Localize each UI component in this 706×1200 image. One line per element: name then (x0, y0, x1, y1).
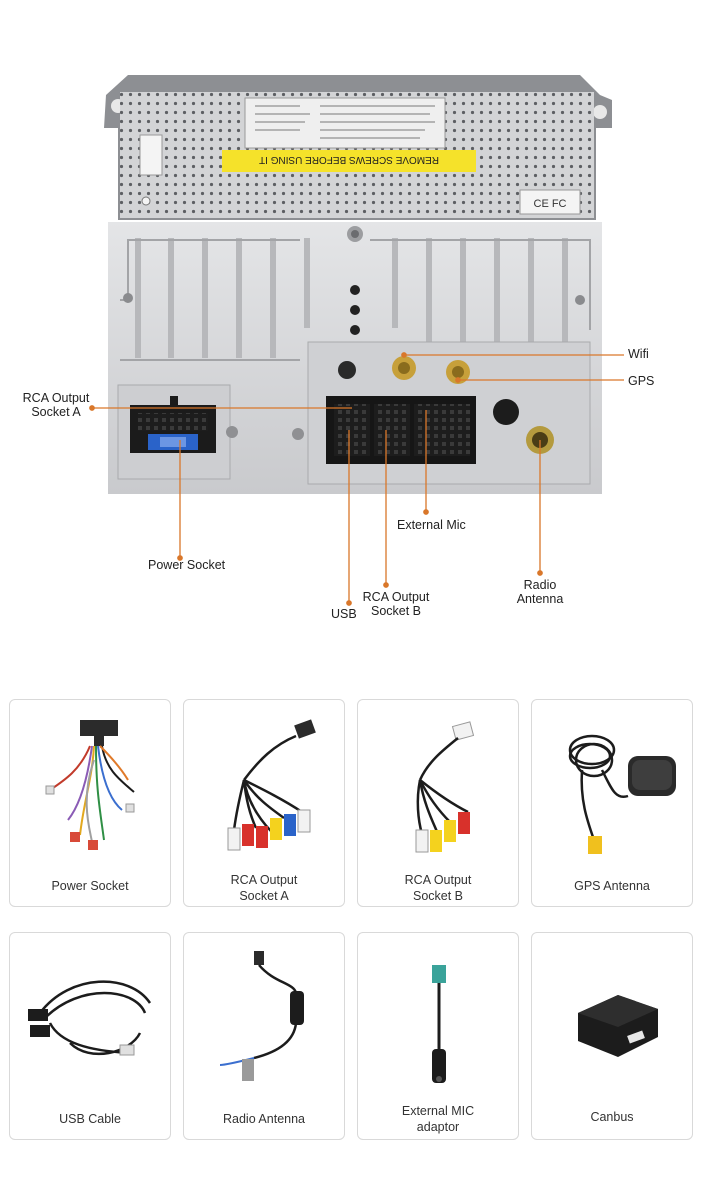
callout-power-socket: Power Socket (148, 558, 226, 572)
rear-panel-diagram: REMOVE SCREWS BEFORE USING IT CE FC (16, 75, 655, 621)
radio-antenna-adapter-image (219, 951, 304, 1081)
head-unit-rear-illustration: REMOVE SCREWS BEFORE USING IT CE FC (89, 75, 624, 606)
accessory-label-line1: RCA Output (230, 873, 298, 887)
accessory-card-rca-output-a: RCA Output Socket A (183, 699, 345, 907)
callout-wifi: Wifi (628, 347, 649, 361)
canbus-box-image (578, 995, 658, 1057)
accessory-card-gps-antenna: GPS Antenna (531, 699, 693, 907)
callout-radio-line1: Radio (523, 578, 557, 592)
callout-rca-output-b: RCA Output Socket B (356, 590, 436, 618)
accessory-label: USB Cable (59, 1112, 121, 1126)
callout-rca-a-line2: Socket A (31, 405, 81, 419)
accessory-label: Power Socket (51, 879, 129, 893)
callout-rca-b-line1: RCA Output (362, 590, 430, 604)
usb-cable-image (28, 980, 152, 1056)
accessory-label: GPS Antenna (574, 879, 650, 893)
callout-rca-b-line2: Socket B (370, 604, 422, 618)
callout-external-mic: External Mic (397, 518, 466, 532)
warning-sticker-text: REMOVE SCREWS BEFORE USING IT (259, 154, 439, 165)
accessory-label-line2: adaptor (416, 1120, 460, 1134)
accessory-card-power-socket: Power Socket (9, 699, 171, 907)
accessory-card-external-mic-adaptor: External MIC adaptor (357, 932, 519, 1140)
external-mic-adaptor-image (432, 965, 446, 1083)
rca-cable-a-image (227, 719, 316, 851)
callout-usb: USB (331, 607, 357, 621)
gps-antenna-image (568, 734, 676, 854)
accessory-label-line1: RCA Output (404, 873, 472, 887)
callout-radio-antenna: Radio Antenna (505, 578, 575, 606)
accessory-label-line1: External MIC (401, 1104, 475, 1118)
svg-text:CE FC: CE FC (534, 198, 567, 210)
accessory-label: Canbus (590, 1110, 634, 1124)
callout-rca-output-a: RCA Output Socket A (16, 391, 96, 419)
accessory-label-line2: Socket A (239, 889, 289, 903)
rca-cable-b-image (415, 721, 475, 853)
accessory-card-usb-cable: USB Cable (9, 932, 171, 1140)
accessory-label: Radio Antenna (222, 1112, 305, 1126)
accessory-card-rca-output-b: RCA Output Socket B (357, 699, 519, 907)
power-harness-image (45, 720, 135, 850)
accessory-card-canbus: Canbus (531, 932, 693, 1140)
callout-rca-a-line1: RCA Output (22, 391, 90, 405)
callout-gps: GPS (628, 374, 655, 388)
callout-radio-line2: Antenna (516, 592, 564, 606)
accessory-card-radio-antenna: Radio Antenna (183, 932, 345, 1140)
accessory-label-line2: Socket B (412, 889, 464, 903)
